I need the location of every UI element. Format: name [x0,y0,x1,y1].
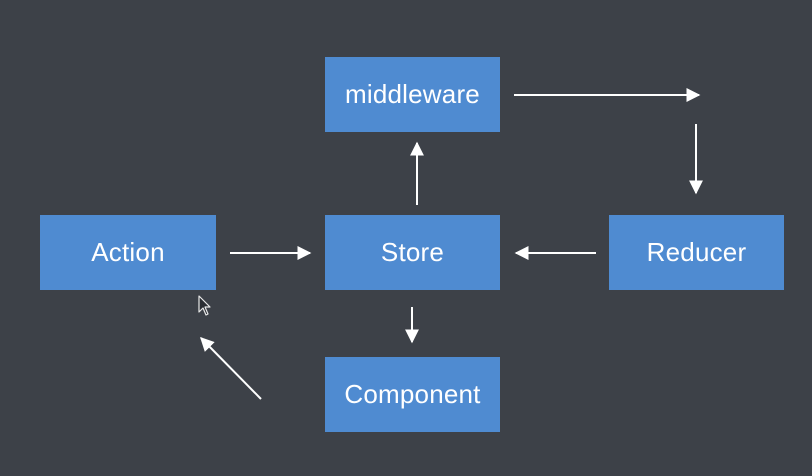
component-node: Component [325,357,500,432]
arrow-component-to-action [200,337,262,400]
action-label: Action [91,237,165,267]
reducer-node: Reducer [609,215,784,290]
mouse-pointer-icon [198,295,211,316]
middleware-label: middleware [345,79,480,109]
middleware-node: middleware [325,57,500,132]
store-node: Store [325,215,500,290]
store-label: Store [380,237,445,267]
reducer-label: Reducer [646,237,747,267]
action-node: Action [40,215,216,290]
component-label: Component [344,379,481,409]
